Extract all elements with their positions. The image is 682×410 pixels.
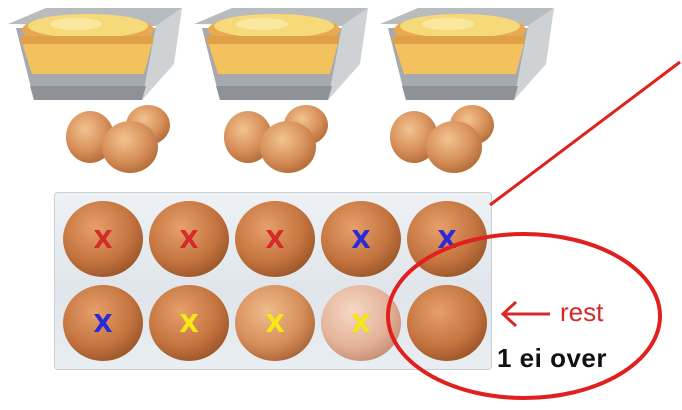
rest-label: rest <box>560 297 604 327</box>
carton-mark-9: X <box>351 308 371 338</box>
carton-mark-1: X <box>93 224 113 254</box>
leftover-label: 1 ei over <box>497 343 608 373</box>
carton-mark-7: X <box>179 308 199 338</box>
carton-mark-6: X <box>93 308 113 338</box>
carton-mark-4: X <box>351 224 371 254</box>
egg-group-1 <box>60 103 190 175</box>
carton-egg-leftover <box>405 283 489 363</box>
carton-egg-9: X <box>319 283 403 363</box>
carton-mark-2: X <box>179 224 199 254</box>
carton-egg-7: X <box>147 283 231 363</box>
egg-carton: X X X X X X X X <box>54 192 492 370</box>
cake-3 <box>378 4 556 102</box>
cake-1 <box>6 4 184 102</box>
egg-group-2 <box>218 103 348 175</box>
carton-mark-3: X <box>265 224 285 254</box>
arrow-left-icon <box>500 300 550 328</box>
carton-egg-4: X <box>319 199 403 279</box>
carton-egg-1: X <box>61 199 145 279</box>
carton-egg-8: X <box>233 283 317 363</box>
carton-egg-5: X <box>405 199 489 279</box>
egg-group-3 <box>384 103 514 175</box>
carton-egg-2: X <box>147 199 231 279</box>
carton-mark-8: X <box>265 308 285 338</box>
carton-egg-3: X <box>233 199 317 279</box>
carton-egg-6: X <box>61 283 145 363</box>
carton-mark-5: X <box>437 224 457 254</box>
cake-2 <box>192 4 370 102</box>
